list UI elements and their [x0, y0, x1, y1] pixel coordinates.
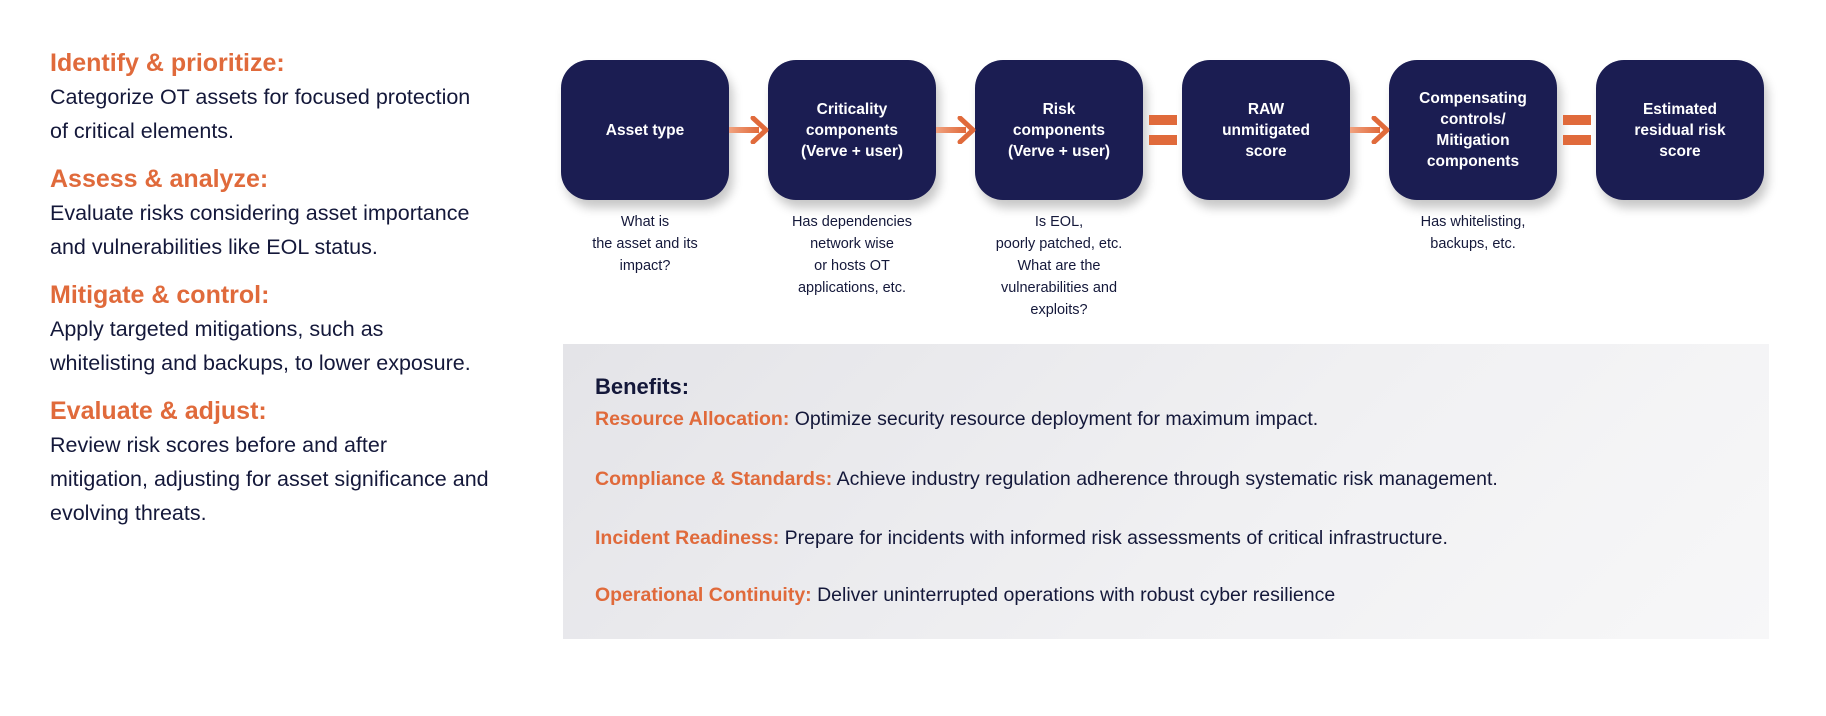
flow-box-label: Risk components (Verve + user): [1008, 99, 1110, 162]
caption-line: network wise: [810, 236, 894, 252]
benefit-text: Optimize security resource deployment fo…: [789, 408, 1319, 430]
equals-icon: [1148, 115, 1177, 145]
benefits-panel: Benefits: Resource Allocation: Optimize …: [563, 344, 1769, 639]
benefit-label: Compliance & Standards:: [595, 468, 833, 490]
caption-line: poorly patched, etc.: [995, 236, 1123, 252]
flow-caption: Has dependencies network wise or hosts OT a…: [752, 211, 952, 299]
box-label-line: unmitigated: [1222, 121, 1310, 139]
caption-line: Has whitelisting,: [1420, 214, 1526, 230]
box-label-line: (Verve + user): [800, 142, 904, 160]
caption-line: impact?: [619, 258, 671, 274]
box-label-line: components: [1012, 121, 1106, 139]
flow-box-label: Compensating controls/Mitigation component…: [1419, 88, 1527, 172]
process-steps: Identify & prioritize: Categorize OT ass…: [50, 46, 490, 544]
caption-line: or hosts OT: [814, 258, 890, 274]
flow-box-label: Estimated residual risk score: [1634, 99, 1725, 162]
caption-line: the asset and its: [592, 236, 698, 252]
benefits-title: Benefits:: [595, 374, 690, 399]
box-label-line: components: [1426, 153, 1520, 170]
box-label-line: residual risk: [1634, 121, 1726, 139]
caption-line: What is: [620, 214, 670, 230]
caption-line: vulnerabilities and: [1000, 280, 1118, 296]
step-body: Review risk scores before and after miti…: [50, 433, 489, 525]
box-label-line: Asset type: [605, 121, 685, 139]
flow-caption: What is the asset and its impact?: [545, 211, 745, 277]
caption-line: What are the: [1017, 258, 1101, 274]
step-body: Apply targeted mitigations, such as whit…: [50, 317, 471, 375]
flow-box-label: Asset type: [606, 120, 684, 141]
step-title: Evaluate & adjust:: [50, 397, 267, 425]
caption-line: Is EOL,: [1034, 214, 1084, 230]
step-body: Evaluate risks considering asset importa…: [50, 201, 470, 259]
arrow-right-icon: [728, 116, 768, 144]
flow-box: Risk components (Verve + user): [975, 60, 1143, 200]
flow-box: Criticality components (Verve + user): [768, 60, 936, 200]
benefit-compliance: Compliance & Standards: Achieve industry…: [595, 468, 1498, 491]
flow-caption: Is EOL, poorly patched, etc. What are the v…: [959, 211, 1159, 321]
box-label-line: score: [1245, 142, 1287, 160]
step-mitigate: Mitigate & control: Apply targeted mitig…: [50, 278, 490, 380]
benefit-label: Operational Continuity:: [595, 584, 812, 606]
step-evaluate: Evaluate & adjust: Review risk scores be…: [50, 394, 490, 530]
equals-icon: [1562, 115, 1591, 145]
flow-box: RAW unmitigated score: [1182, 60, 1350, 200]
box-label-line: Estimated: [1642, 100, 1718, 118]
step-title: Identify & prioritize:: [50, 49, 285, 77]
box-label-line: (Verve + user): [1007, 142, 1111, 160]
benefit-text: Prepare for incidents with informed risk…: [779, 527, 1448, 549]
caption-line: exploits?: [1030, 302, 1088, 318]
box-label-line: controls/: [1440, 111, 1506, 128]
flow-caption: Has whitelisting, backups, etc.: [1373, 211, 1573, 255]
arrow-right-icon: [1349, 116, 1389, 144]
caption-line: applications, etc.: [797, 280, 906, 296]
box-label-line: Compensating: [1419, 90, 1527, 107]
step-identify: Identify & prioritize: Categorize OT ass…: [50, 46, 490, 148]
benefit-text: Achieve industry regulation adherence th…: [832, 468, 1498, 490]
benefit-incident-readiness: Incident Readiness: Prepare for incident…: [595, 527, 1448, 550]
box-label-line: Mitigation: [1436, 132, 1510, 149]
step-title: Assess & analyze:: [50, 165, 269, 193]
box-label-line: score: [1659, 142, 1701, 160]
box-label-line: Criticality: [816, 100, 888, 118]
step-assess: Assess & analyze: Evaluate risks conside…: [50, 162, 490, 264]
flow-box: Compensating controls/Mitigation component…: [1389, 60, 1557, 200]
flow-box: Estimated residual risk score: [1596, 60, 1764, 200]
benefit-label: Resource Allocation:: [595, 408, 790, 430]
benefit-label: Incident Readiness:: [595, 527, 780, 549]
caption-line: Has dependencies: [791, 214, 913, 230]
flow-box: Asset type: [561, 60, 729, 200]
flow-box-label: RAW unmitigated score: [1222, 99, 1310, 162]
step-title: Mitigate & control:: [50, 281, 270, 309]
benefit-operational-continuity: Operational Continuity: Deliver uninterr…: [595, 584, 1335, 607]
step-body: Categorize OT assets for focused protect…: [50, 85, 471, 143]
arrow-right-icon: [935, 116, 975, 144]
box-label-line: RAW: [1247, 100, 1285, 118]
box-label-line: components: [805, 121, 899, 139]
caption-line: backups, etc.: [1430, 236, 1516, 252]
benefit-text: Deliver uninterrupted operations with ro…: [811, 584, 1336, 606]
box-label-line: Risk: [1042, 100, 1076, 118]
benefit-resource-allocation: Resource Allocation: Optimize security r…: [595, 408, 1318, 431]
flow-box-label: Criticality components (Verve + user): [801, 99, 903, 162]
